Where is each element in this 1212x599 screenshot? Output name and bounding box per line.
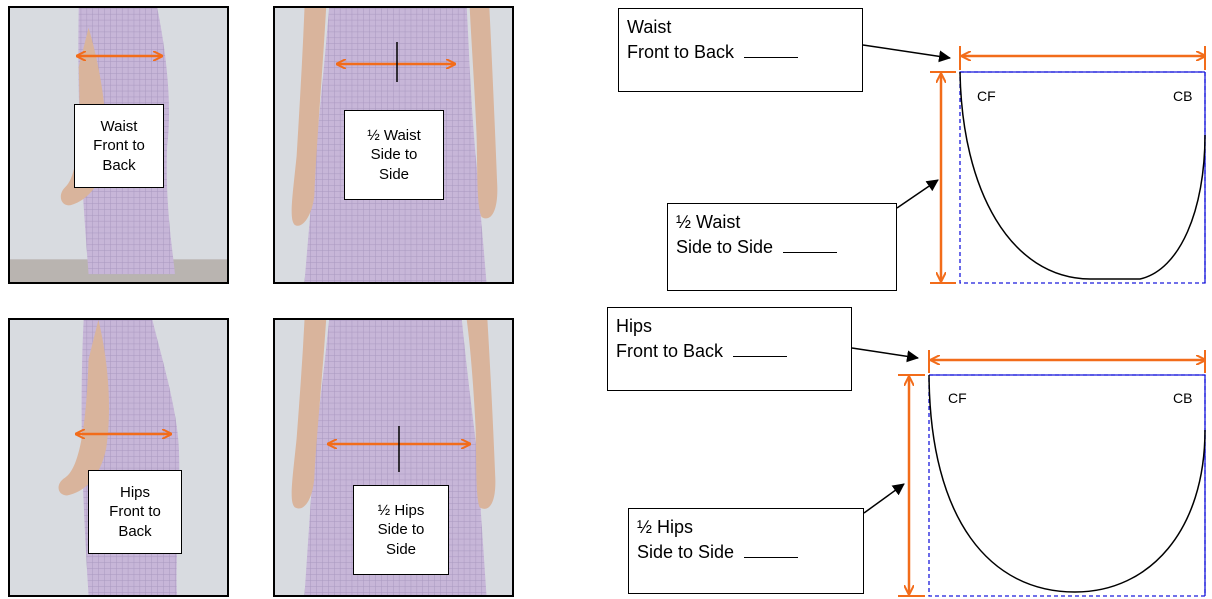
- pointer-arrow: [863, 483, 905, 514]
- box-title: Waist: [627, 17, 672, 37]
- label-line: Back: [102, 156, 136, 174]
- box-subtitle: Front to Back: [627, 42, 735, 63]
- box-subtitle-with-blank: Front to Back: [627, 40, 854, 65]
- box-subtitle: Side to Side: [676, 237, 774, 258]
- fill-in-blank[interactable]: [783, 236, 838, 254]
- cb-label: CB: [1173, 390, 1193, 406]
- label-line: ½ Waist: [367, 126, 421, 144]
- hips-front-to-back-box: Hips Front to Back: [607, 307, 852, 391]
- fill-in-blank[interactable]: [744, 541, 799, 559]
- pointer-arrow: [851, 347, 919, 363]
- photo-half-hips-side-to-side: ½ Hips Side to Side: [273, 318, 514, 597]
- box-subtitle-with-blank: Front to Back: [616, 339, 843, 364]
- waist-pattern-diagram: [862, 44, 1206, 284]
- label-line: Side to: [370, 146, 418, 164]
- box-subtitle: Side to Side: [637, 542, 735, 563]
- waist-front-to-back-box: Waist Front to Back: [618, 8, 863, 92]
- dashed-bounding-rect: [928, 374, 1206, 597]
- photo-label: Hips Front to Back: [88, 470, 182, 554]
- photo-label: Waist Front to Back: [74, 104, 164, 188]
- box-title: ½ Waist: [676, 212, 741, 232]
- label-line: Side to: [377, 521, 425, 539]
- photo-half-waist-side-to-side: ½ Waist Side to Side: [273, 6, 514, 284]
- label-line: Waist: [100, 117, 138, 135]
- label-line: Front to: [93, 137, 145, 155]
- box-title: Hips: [616, 316, 653, 336]
- hips-pattern-diagram: [851, 347, 1206, 597]
- half-waist-side-to-side-box: ½ Waist Side to Side: [667, 203, 897, 291]
- pointer-arrow: [862, 44, 951, 63]
- box-title: ½ Hips: [637, 517, 694, 537]
- box-subtitle-with-blank: Side to Side: [676, 235, 888, 260]
- label-line: Side: [385, 540, 417, 558]
- photo-label: ½ Waist Side to Side: [344, 110, 444, 200]
- label-line: Back: [118, 522, 152, 540]
- label-line: Side: [378, 165, 410, 183]
- dashed-bounding-rect: [959, 71, 1206, 284]
- photo-hips-front-to-back: Hips Front to Back: [8, 318, 229, 597]
- half-hips-side-to-side-box: ½ Hips Side to Side: [628, 508, 864, 594]
- photo-waist-front-to-back: Waist Front to Back: [8, 6, 229, 284]
- photo-label: ½ Hips Side to Side: [353, 485, 449, 575]
- box-subtitle-with-blank: Side to Side: [637, 540, 855, 565]
- pointer-arrow: [896, 179, 939, 209]
- hips-curve: [928, 374, 1206, 593]
- label-line: Hips: [119, 483, 150, 501]
- label-line: ½ Hips: [377, 501, 425, 519]
- cf-label: CF: [977, 88, 996, 104]
- cf-label: CF: [948, 390, 967, 406]
- waist-curve: [959, 71, 1206, 280]
- label-line: Front to: [109, 503, 161, 521]
- fill-in-blank[interactable]: [744, 41, 799, 59]
- cb-label: CB: [1173, 88, 1193, 104]
- fill-in-blank[interactable]: [733, 340, 788, 358]
- box-subtitle: Front to Back: [616, 341, 724, 362]
